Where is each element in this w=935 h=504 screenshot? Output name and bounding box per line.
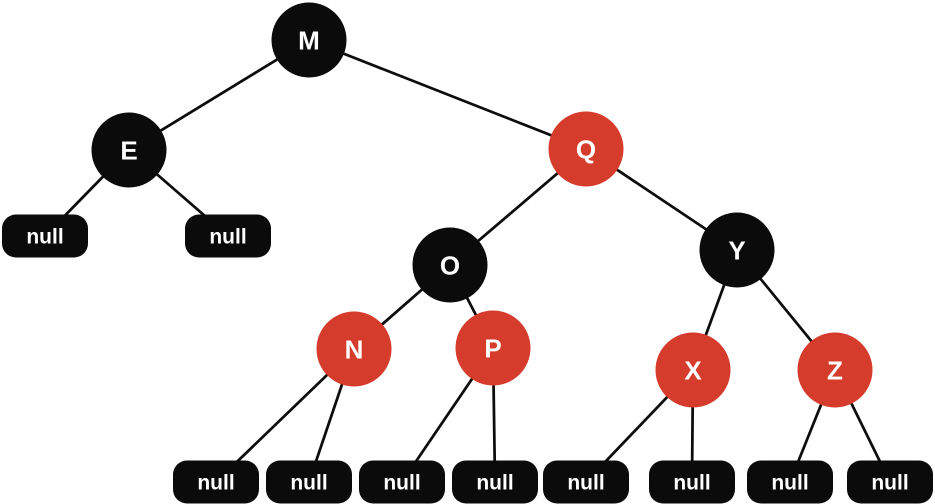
tree-node-M: M — [271, 2, 347, 78]
tree-node-Y: Y — [699, 212, 775, 288]
null-leaf-box-null-Z-left — [747, 460, 833, 504]
null-leaf-label-null-X-left: null — [567, 472, 604, 495]
null-leaf-null-X-left: null — [543, 460, 629, 504]
tree-node-P: P — [455, 310, 531, 386]
null-leaf-box-null-P-right — [452, 460, 538, 504]
tree-node-circle-N — [316, 311, 392, 387]
tree-node-label-P: P — [484, 333, 501, 363]
null-leaf-box-null-N-left — [173, 460, 259, 504]
null-leaf-box-null-E-left — [2, 214, 88, 258]
tree-node-circle-O — [412, 227, 488, 303]
null-leaf-box-null-E-right — [185, 214, 271, 258]
tree-node-label-E: E — [120, 135, 137, 165]
null-leaf-null-P-right: null — [452, 460, 538, 504]
null-leaf-box-null-X-right — [649, 460, 735, 504]
null-leaf-box-null-P-left — [359, 460, 445, 504]
null-leaf-null-P-left: null — [359, 460, 445, 504]
null-leaf-label-null-Z-right: null — [871, 472, 908, 495]
null-leaf-label-null-X-right: null — [673, 472, 710, 495]
tree-node-Q: Q — [548, 111, 624, 187]
null-leaf-null-E-left: null — [2, 214, 88, 258]
null-leaf-label-null-E-left: null — [26, 226, 63, 249]
tree-node-X: X — [655, 332, 731, 408]
null-leaf-box-null-X-left — [543, 460, 629, 504]
null-leaf-null-Z-left: null — [747, 460, 833, 504]
tree-node-label-Y: Y — [728, 235, 745, 265]
tree-node-circle-Y — [699, 212, 775, 288]
null-leaf-label-null-P-left: null — [383, 472, 420, 495]
null-leaf-null-E-right: null — [185, 214, 271, 258]
tree-node-O: O — [412, 227, 488, 303]
null-leaf-null-N-left: null — [173, 460, 259, 504]
tree-node-circle-P — [455, 310, 531, 386]
null-leaf-label-null-N-right: null — [290, 472, 327, 495]
null-leaf-label-null-P-right: null — [476, 472, 513, 495]
tree-edge-M-Q — [308, 38, 587, 151]
null-leaf-box-null-N-right — [266, 460, 352, 504]
tree-node-circle-E — [91, 112, 167, 188]
null-leaf-null-Z-right: null — [847, 460, 933, 504]
tree-node-label-Q: Q — [576, 134, 596, 164]
tree-node-Z: Z — [797, 332, 873, 408]
tree-node-label-M: M — [298, 25, 320, 55]
tree-node-circle-Q — [548, 111, 624, 187]
null-leaf-null-X-right: null — [649, 460, 735, 504]
tree-node-label-N: N — [345, 334, 364, 364]
tree-node-circle-Z — [797, 332, 873, 408]
null-leaf-label-null-Z-left: null — [771, 472, 808, 495]
tree-node-N: N — [316, 311, 392, 387]
tree-node-label-O: O — [440, 250, 460, 280]
tree-node-circle-X — [655, 332, 731, 408]
tree-node-E: E — [91, 112, 167, 188]
null-leaf-label-null-N-left: null — [197, 472, 234, 495]
tree-node-circle-M — [271, 2, 347, 78]
null-leaf-null-N-right: null — [266, 460, 352, 504]
null-leaf-label-null-E-right: null — [209, 226, 246, 249]
tree-node-label-Z: Z — [827, 355, 843, 385]
null-leaf-box-null-Z-right — [847, 460, 933, 504]
tree-node-label-X: X — [684, 355, 702, 385]
